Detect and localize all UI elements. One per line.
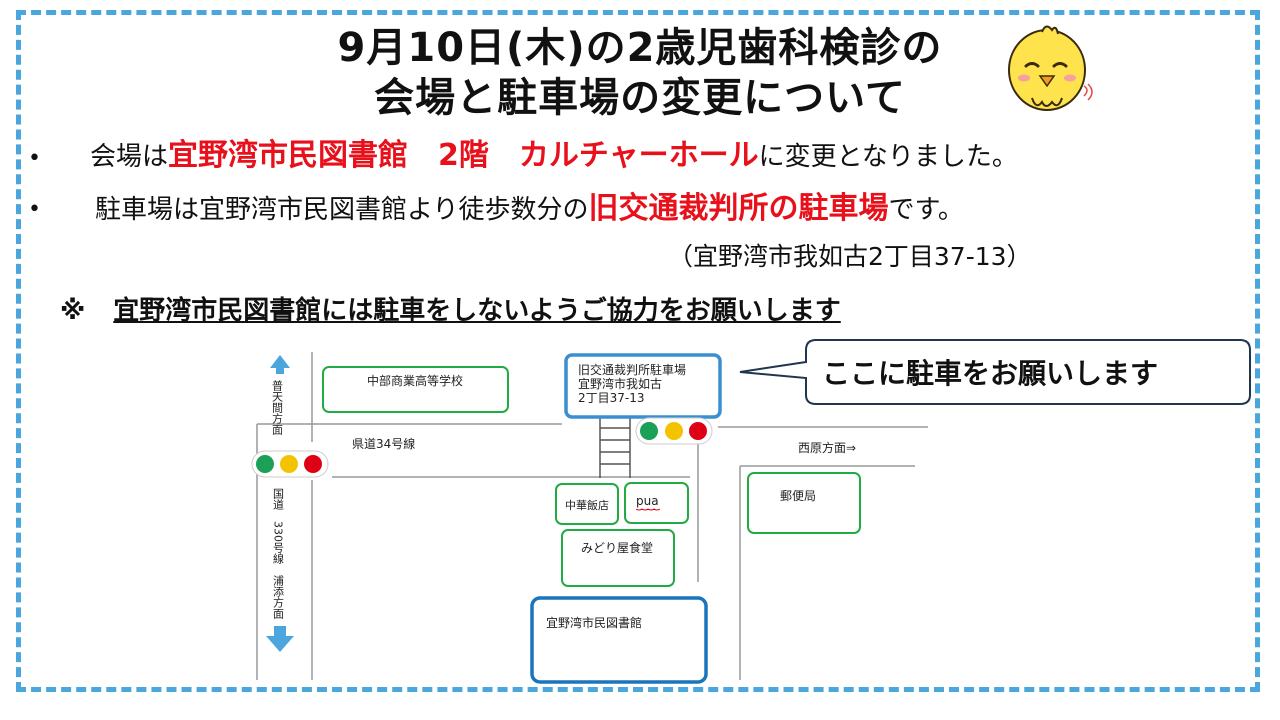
school-building <box>322 366 509 413</box>
title-line-2: 会場と駐車場の変更について <box>374 75 906 121</box>
post-office-label: 郵便局 <box>780 489 816 503</box>
pua-label: pua <box>636 494 659 508</box>
dashed-frame <box>16 10 1260 692</box>
parking-label-1: 旧交通裁判所駐車場 <box>578 362 686 377</box>
post-office-building <box>747 472 861 534</box>
parking-label-2: 宜野湾市我如古 <box>578 376 662 391</box>
bullet-venue: 会場は宜野湾市民図書館 2階 カルチャーホールに変更となりました。 <box>90 140 1018 173</box>
parking-label-3: 2丁目37-13 <box>578 391 645 405</box>
title-line-1: 9月10日(木)の2歳児歯科検診の <box>337 25 943 71</box>
library-label: 宜野湾市民図書館 <box>546 615 642 630</box>
note-mark: ※ <box>60 296 86 326</box>
library-building <box>530 596 708 684</box>
chinese-restaurant-building <box>555 483 619 525</box>
midoriya-building <box>561 529 675 587</box>
north-direction-label: 普天間方面 <box>271 379 284 435</box>
arrow-up-icon <box>270 355 290 374</box>
traffic-light-icon <box>251 450 329 478</box>
bullet-parking-pre: 駐車場は宜野湾市民図書館より徒歩数分の <box>95 195 589 225</box>
nishihara-label: 西原方面⇒ <box>798 440 856 455</box>
pua-building <box>624 482 689 524</box>
traffic-light-icon <box>635 417 713 445</box>
bullet-dot-1: • <box>28 146 41 171</box>
callout-text: ここに駐車をお願いします <box>822 357 1159 390</box>
crosswalk <box>599 418 631 478</box>
bullet-parking-post: です。 <box>888 195 964 225</box>
parking-box <box>564 353 722 419</box>
bullet-venue-pre: 会場は <box>90 142 169 172</box>
bullet-parking: 駐車場は宜野湾市民図書館より徒歩数分の旧交通裁判所の駐車場です。 <box>95 193 964 226</box>
parking-note: ※ 宜野湾市民図書館には駐車をしないようご協力をお願いします <box>60 290 841 327</box>
address-text: （宜野湾市我如古2丁目37-13） <box>668 242 1032 271</box>
chinese-restaurant-label: 中華飯店 <box>565 498 609 512</box>
chick-icon <box>1008 25 1093 111</box>
national-road-label: 国道 330号線 浦添方面 <box>272 488 285 619</box>
bullet-dot-2: • <box>28 197 41 222</box>
prefectural-road-label: 県道34号線 <box>352 436 415 451</box>
callout-bubble <box>739 339 1251 405</box>
bullet-venue-highlight: 宜野湾市民図書館 2階 カルチャーホール <box>168 138 759 173</box>
school-label: 中部商業高等学校 <box>367 373 463 388</box>
spell-underline <box>635 508 661 511</box>
bullet-venue-post: に変更となりました。 <box>758 142 1018 172</box>
arrow-down-icon <box>266 626 294 652</box>
note-text: 宜野湾市民図書館には駐車をしないようご協力をお願いします <box>113 296 841 326</box>
bullet-parking-highlight: 旧交通裁判所の駐車場 <box>588 191 889 226</box>
midoriya-label: みどり屋食堂 <box>581 540 653 555</box>
